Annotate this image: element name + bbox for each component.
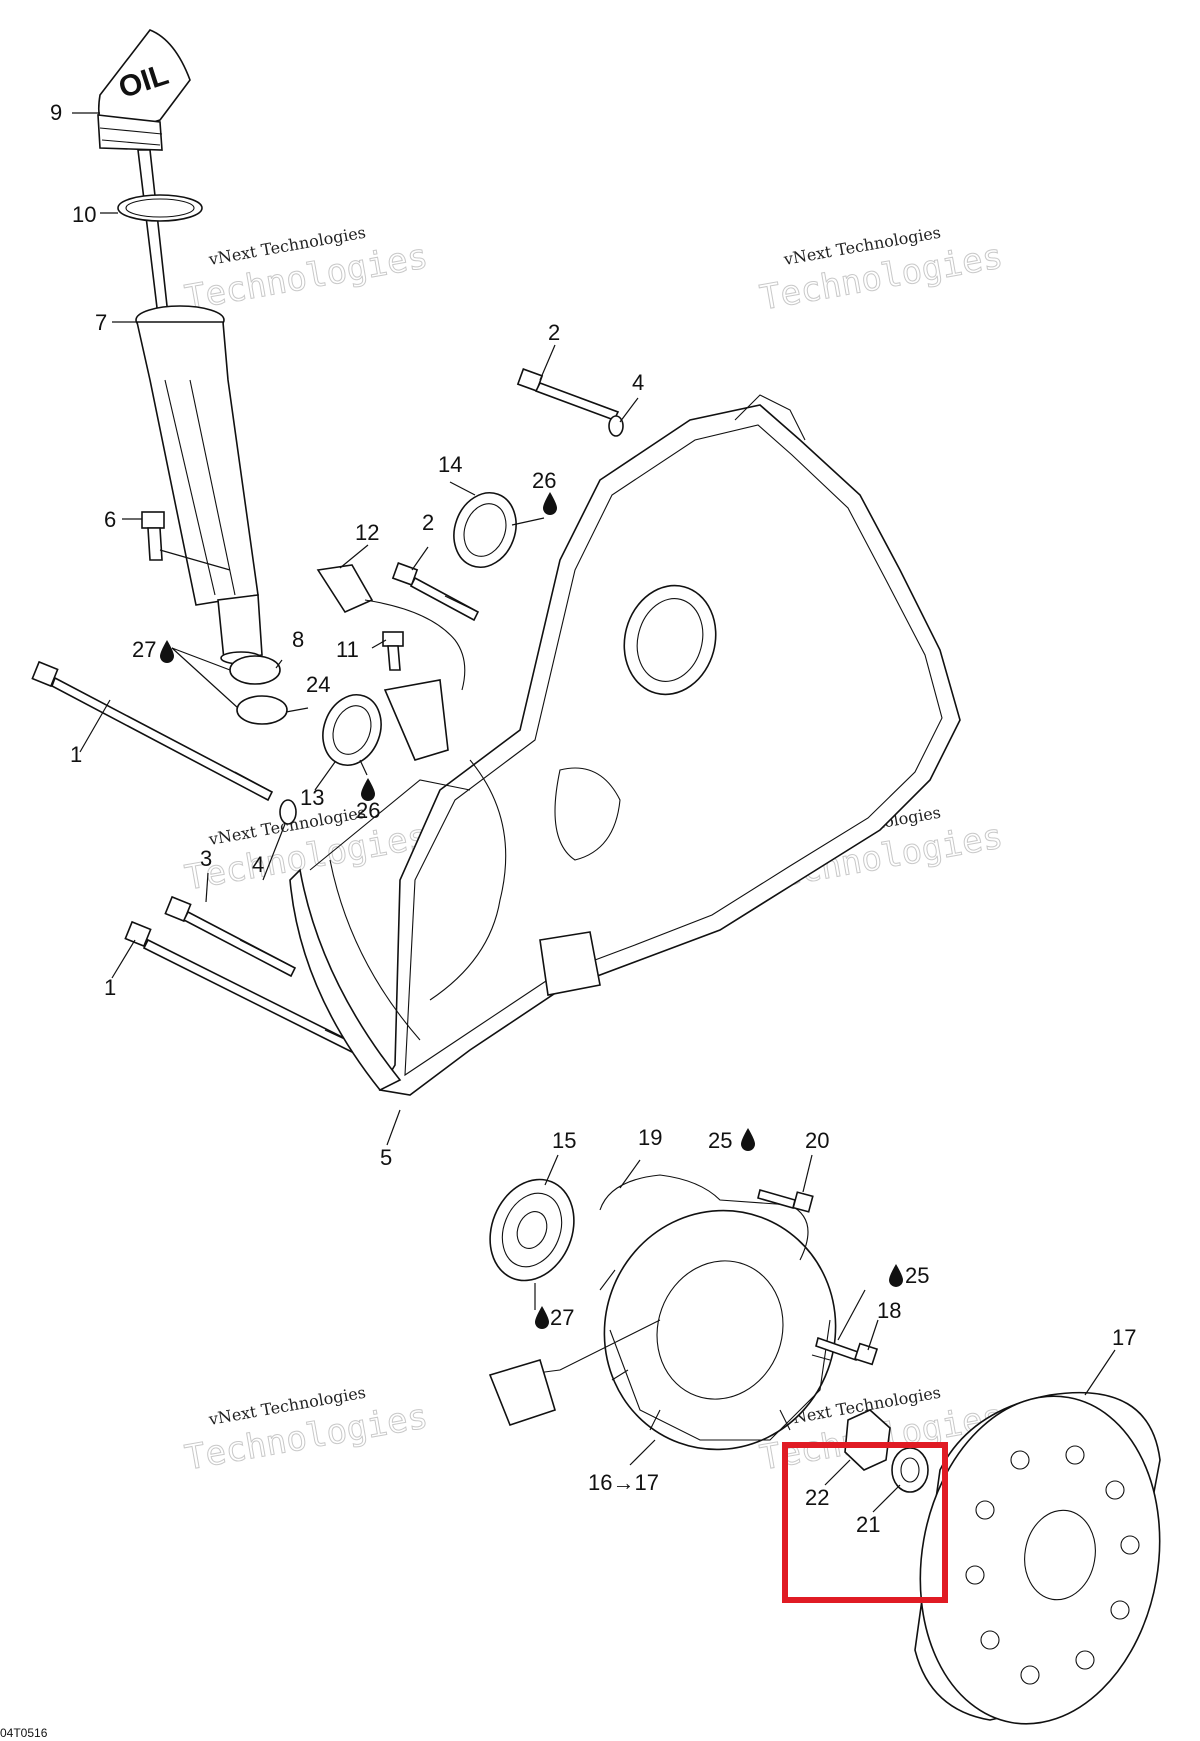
callout-25-upper: 25 — [708, 1128, 732, 1153]
watermark-top-left: vNext Technologies Technologies — [182, 223, 432, 319]
callout-26-lower: 26 — [356, 798, 380, 823]
highlight-box — [782, 1442, 948, 1603]
callout-18: 18 — [877, 1298, 901, 1323]
callout-11: 11 — [336, 637, 359, 662]
callout-22: 22 — [805, 1485, 829, 1510]
bolt-18 — [815, 1336, 879, 1366]
callout-5: 5 — [380, 1145, 392, 1170]
dipstick-tube-7 — [135, 305, 263, 665]
washer-4-lower — [279, 799, 297, 825]
callout-17: 17 — [1112, 1325, 1136, 1350]
callout-8: 8 — [292, 627, 304, 652]
oil-drop-icon — [543, 492, 557, 515]
oil-drop-icon — [361, 778, 375, 801]
callout-27-lower: 27 — [550, 1305, 574, 1330]
callout-1-lower: 1 — [104, 975, 116, 1000]
callout-7: 7 — [95, 310, 107, 335]
callout-4-top: 4 — [632, 370, 644, 395]
bolt-3 — [164, 895, 297, 978]
callout-1-upper: 1 — [70, 742, 82, 767]
callout-10: 10 — [72, 202, 96, 227]
bolt-20 — [757, 1189, 814, 1213]
flywheel-rotor-17 — [914, 1391, 1161, 1725]
callout-19: 19 — [638, 1125, 662, 1150]
wiring-harness-19 — [488, 1174, 809, 1426]
o-ring-24 — [236, 695, 288, 725]
watermark-bottom-left: vNext Technologies Technologies — [182, 1383, 432, 1479]
callout-4-lower: 4 — [252, 852, 264, 877]
long-bolt-1-upper — [31, 660, 274, 802]
bolt-11 — [382, 631, 404, 671]
sensor-connector-12 — [316, 564, 466, 761]
callout-12: 12 — [355, 520, 379, 545]
dipstick-rod — [137, 149, 169, 317]
o-ring-10 — [117, 194, 203, 222]
callout-9: 9 — [50, 100, 62, 125]
bolt-2-mid — [391, 562, 480, 622]
crankcase-cover-5 — [289, 394, 961, 1096]
callout-20: 20 — [805, 1128, 829, 1153]
callout-27-upper: 27 — [132, 637, 156, 662]
oil-drop-icon — [160, 640, 174, 663]
callout-24: 24 — [306, 672, 330, 697]
leader-lines — [72, 112, 1116, 1513]
washer-21 — [891, 1447, 929, 1493]
callout-2-top: 2 — [548, 320, 560, 345]
oil-drop-icons — [160, 492, 903, 1329]
o-ring-8 — [229, 655, 281, 685]
drawing-id: 04T0516 — [0, 1726, 48, 1740]
watermark-top-right: vNext Technologies Technologies — [757, 223, 1007, 319]
callout-13: 13 — [300, 785, 324, 810]
callout-25-lower: 25 — [905, 1263, 929, 1288]
bolt-6 — [141, 511, 231, 571]
nut-22 — [844, 1409, 891, 1471]
callout-2-mid: 2 — [422, 510, 434, 535]
callout-21: 21 — [856, 1512, 880, 1537]
callout-3: 3 — [200, 846, 212, 871]
long-bolt-1-lower — [124, 920, 370, 1060]
washer-4-top — [608, 415, 624, 437]
oil-filler-cap: OIL — [97, 29, 191, 151]
callout-14: 14 — [438, 452, 462, 477]
oil-drop-icon — [535, 1306, 549, 1329]
oil-seal-13 — [322, 694, 382, 766]
callout-16-to-17: 16→17 — [588, 1470, 659, 1495]
ball-bearing-15 — [489, 1178, 575, 1282]
callout-6: 6 — [104, 507, 116, 532]
stator-16 — [599, 1209, 837, 1451]
bolt-2-top — [516, 368, 620, 422]
callout-26-upper: 26 — [532, 468, 556, 493]
oil-seal-14 — [453, 492, 517, 568]
oil-drop-icon — [889, 1264, 903, 1287]
callouts: 9 10 7 6 27 8 24 1 13 26 3 4 1 2 4 14 26… — [50, 100, 1136, 1537]
oil-drop-icon — [741, 1128, 755, 1151]
callout-15: 15 — [552, 1128, 576, 1153]
